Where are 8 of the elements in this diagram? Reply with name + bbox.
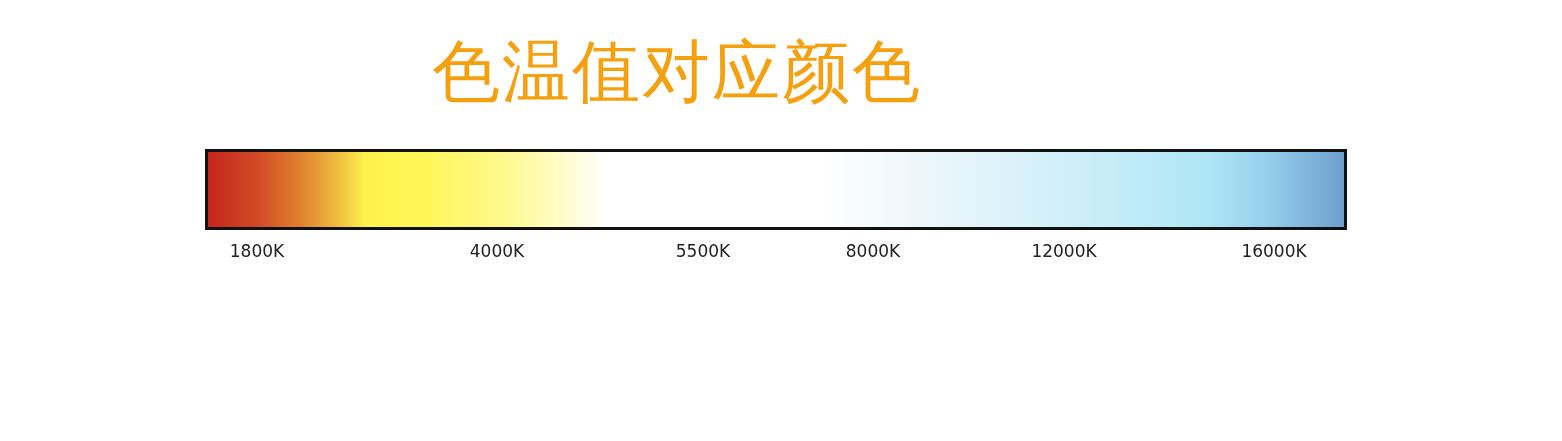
- tick-label: 12000K: [1031, 240, 1097, 262]
- tick-label: 5500K: [675, 240, 731, 262]
- title: 色温值对应颜色: [432, 31, 922, 113]
- tick-label: 4000K: [469, 240, 525, 262]
- tick-label: 16000K: [1241, 240, 1307, 262]
- tick-label: 1800K: [229, 240, 285, 262]
- tick-label: 8000K: [845, 240, 901, 262]
- gradient-bar: [205, 149, 1347, 230]
